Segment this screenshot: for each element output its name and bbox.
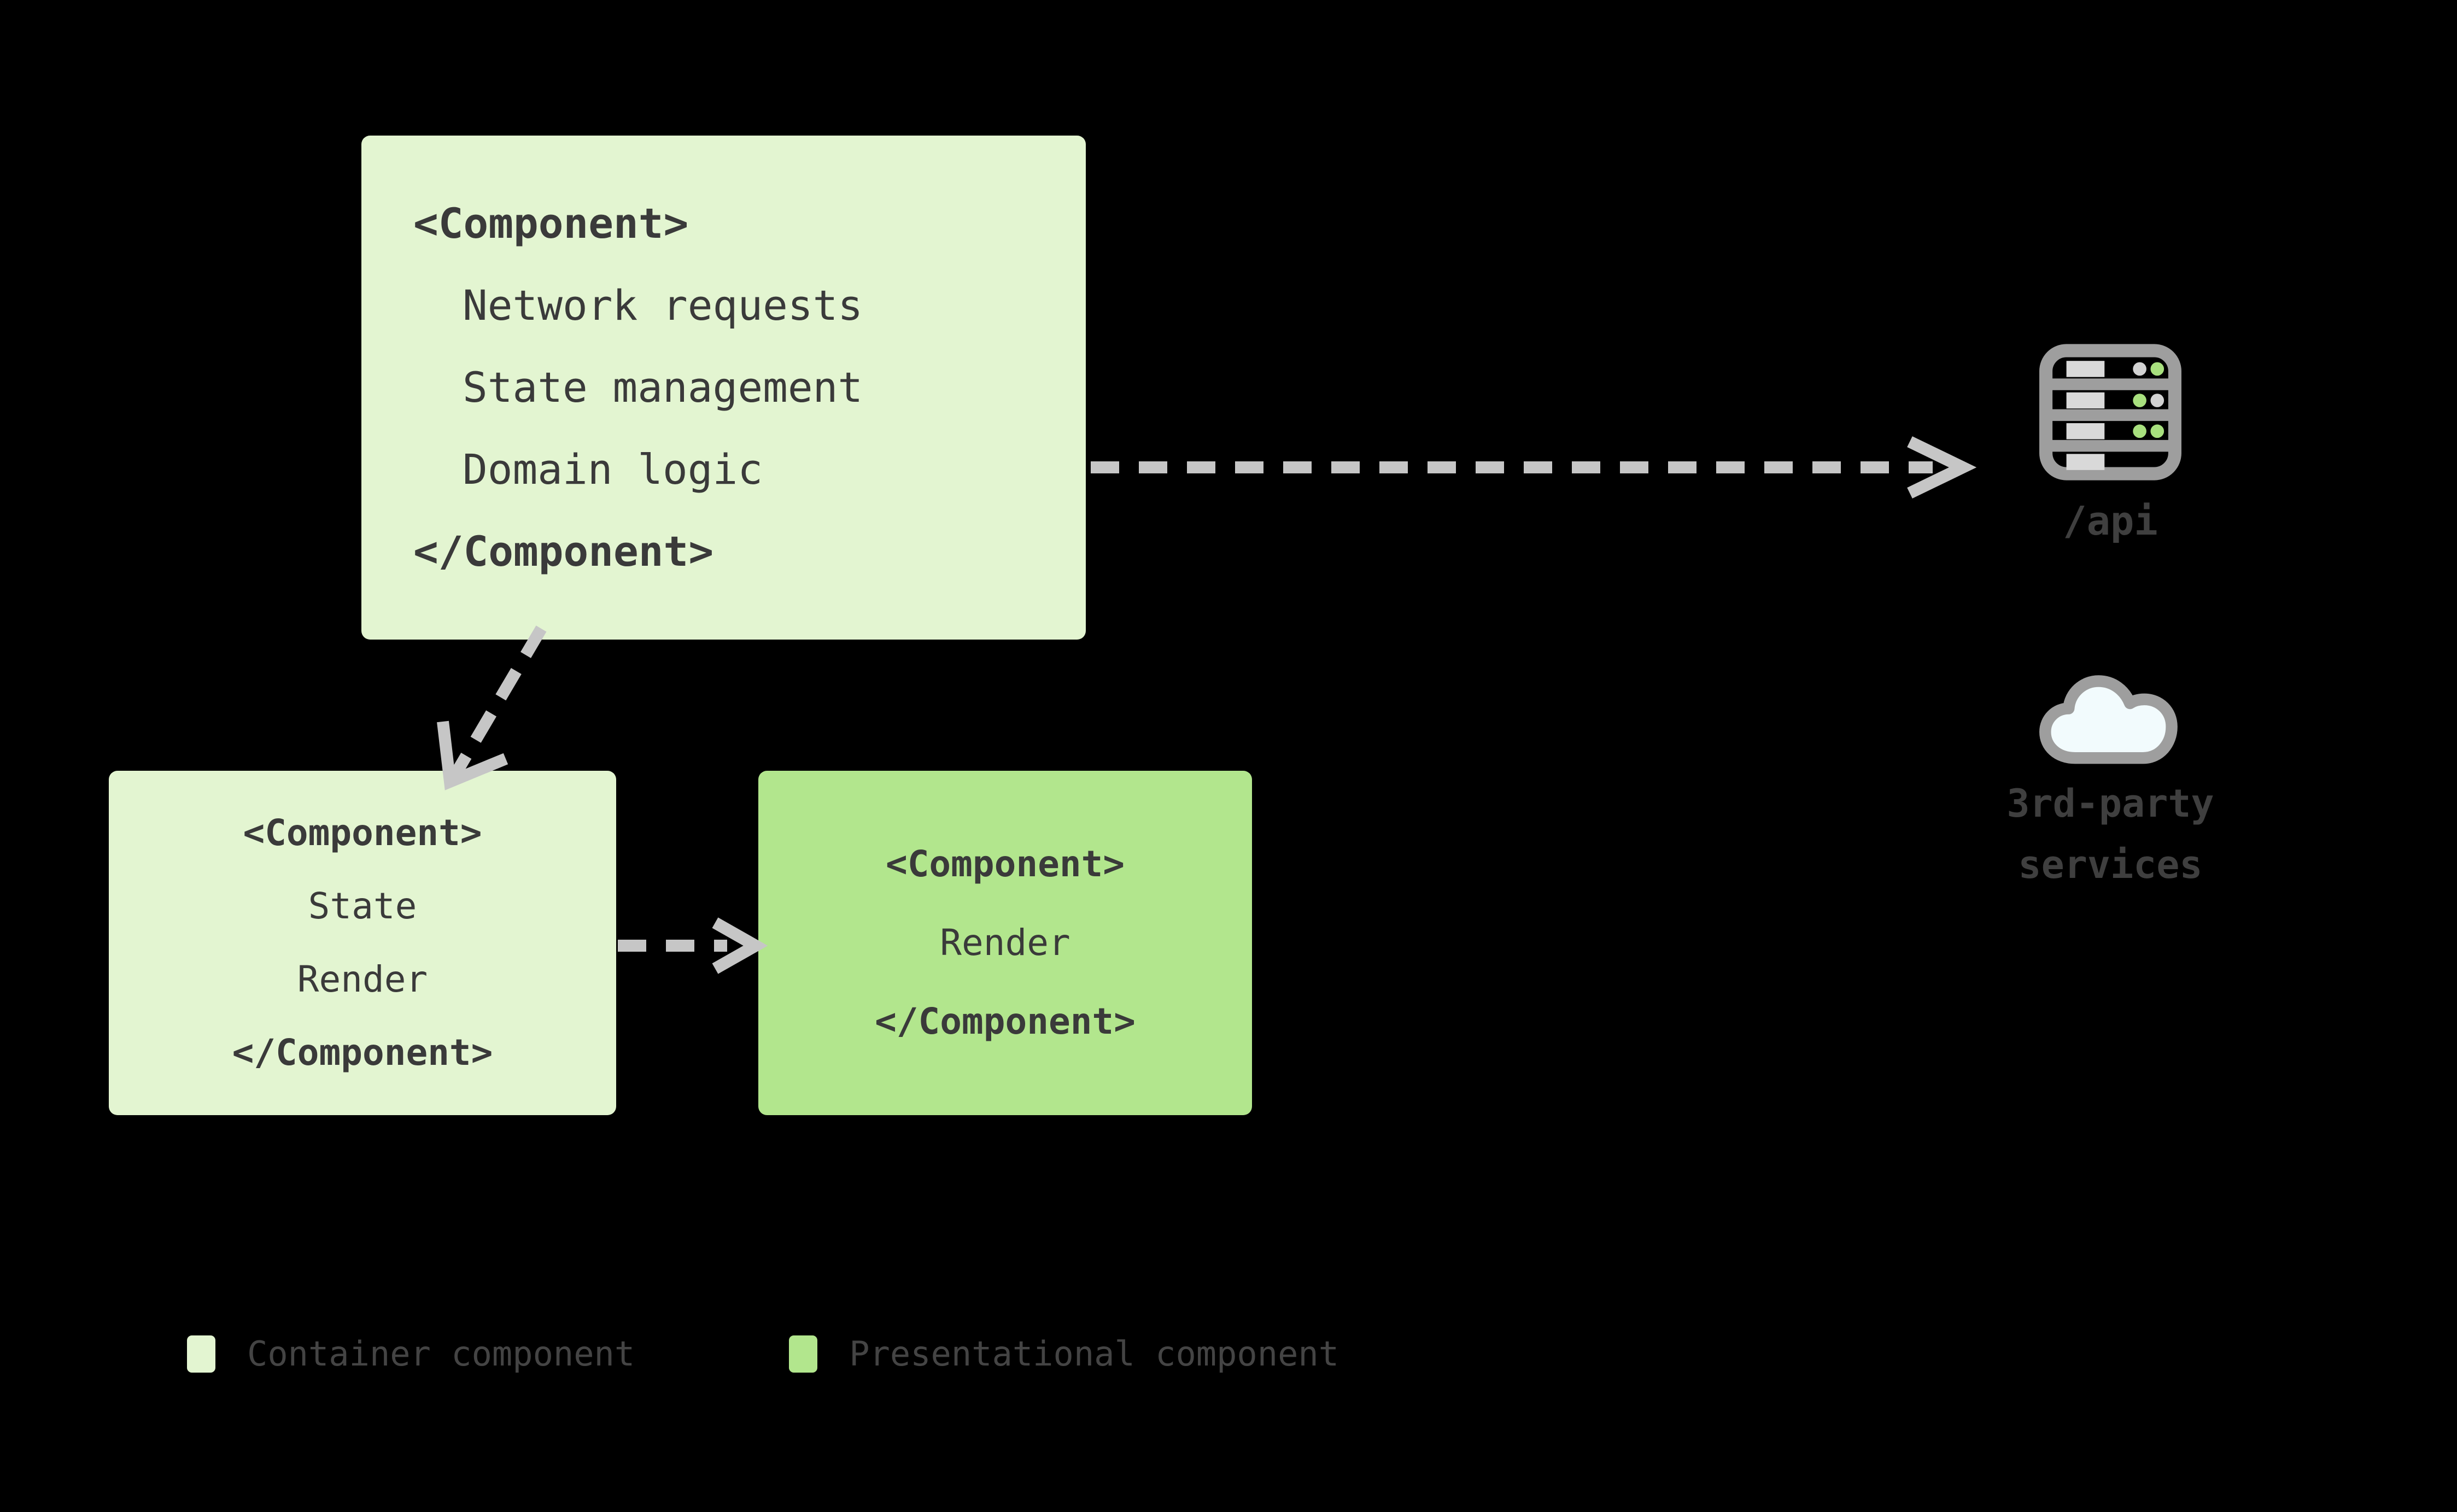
arrow-head-chevron — [437, 720, 508, 790]
feature-line-render: Render — [940, 922, 1070, 964]
legend-label-container: Container component — [247, 1334, 635, 1374]
third-party-label-line1: 3rd-party — [2006, 781, 2214, 826]
legend-item-presentational: Presentational component — [789, 1334, 1339, 1374]
feature-line-domain-logic: Domain logic — [463, 445, 763, 494]
arrow-child-to-presentational — [618, 917, 768, 974]
external-node-third-party: 3rd-party services — [1946, 664, 2274, 888]
feature-line-state: State — [308, 885, 417, 927]
legend-item-container: Container component — [187, 1334, 635, 1374]
arrow-main-to-api — [1091, 436, 1977, 499]
arrow-main-to-child — [437, 625, 547, 790]
legend: Container component Presentational compo… — [187, 1334, 1339, 1374]
close-tag-label: </Component> — [232, 1032, 493, 1074]
presentational-component-box: <Component> Render </Component> — [758, 771, 1252, 1115]
arrow-head-chevron — [1907, 436, 1977, 499]
legend-label-presentational: Presentational component — [849, 1334, 1339, 1374]
container-component-box-main: <Component> Network requests State manag… — [361, 136, 1086, 640]
feature-line-network-requests: Network requests — [463, 281, 863, 330]
close-tag-label: </Component> — [875, 1000, 1136, 1042]
container-component-box-child: <Component> State Render </Component> — [109, 771, 616, 1115]
cloud-icon — [2039, 675, 2178, 764]
server-icon — [2039, 344, 2181, 480]
external-node-api: /api — [1979, 339, 2242, 544]
legend-swatch-presentational — [789, 1335, 818, 1373]
third-party-label-line2: services — [2018, 842, 2203, 887]
legend-swatch-container — [187, 1335, 215, 1373]
arrow-shaft — [449, 625, 547, 778]
close-tag-label: </Component> — [413, 527, 714, 576]
open-tag-label: <Component> — [413, 199, 689, 248]
open-tag-label: <Component> — [885, 843, 1125, 885]
api-label: /api — [2063, 498, 2158, 544]
open-tag-label: <Component> — [243, 812, 482, 854]
feature-line-state-management: State management — [463, 363, 863, 412]
arrow-head-chevron — [712, 917, 768, 974]
feature-line-render: Render — [297, 958, 428, 1000]
